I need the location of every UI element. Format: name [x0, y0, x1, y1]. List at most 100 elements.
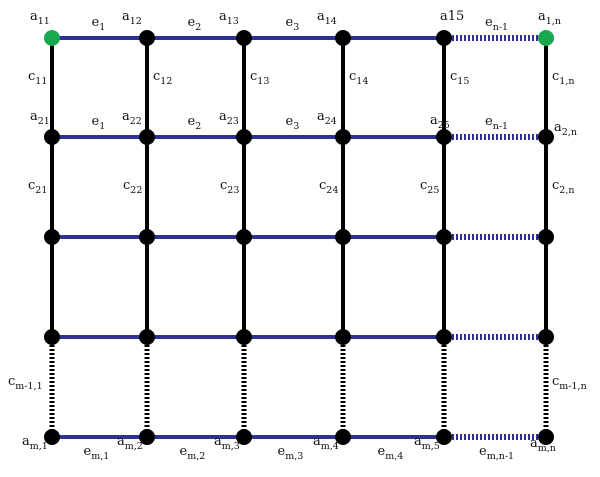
node-label-17: am,n — [530, 436, 556, 454]
node-label-5-subscript: 1,n — [546, 16, 561, 27]
edge-label-h-6-base: e — [286, 114, 294, 129]
node-r4-c2 — [236, 429, 252, 445]
node-label-5: a1,n — [538, 9, 561, 27]
edge-label-v-6-subscript: 21 — [35, 185, 47, 196]
node-r4-c5 — [538, 429, 554, 445]
node-label-1-base: a — [122, 9, 130, 24]
edge-label-v-2: c13 — [250, 69, 269, 87]
edge-label-h-1: e2 — [188, 15, 202, 33]
node-r0-c1 — [139, 30, 155, 46]
node-label-15: am,4 — [313, 434, 339, 452]
node-r2-c2 — [236, 229, 252, 245]
edge-label-h-3-base: e — [485, 15, 493, 30]
edge-label-h-0: e1 — [92, 15, 106, 33]
vertical-edges — [49, 38, 549, 437]
node-r3-c5 — [538, 329, 554, 345]
node-r4-c3 — [335, 429, 351, 445]
node-label-16: am,5 — [414, 434, 440, 452]
edge-label-v-11: c2,n — [552, 178, 574, 196]
node-label-0-base: a — [30, 9, 38, 24]
edge-label-v-9-base: c — [319, 178, 326, 193]
node-label-2: a13 — [219, 9, 239, 27]
edge-label-h-8: em,1 — [84, 444, 110, 462]
node-label-12-base: a — [22, 434, 30, 449]
node-label-9-subscript: 24 — [325, 116, 337, 127]
node-label-7: a22 — [122, 109, 142, 127]
node-label-8-base: a — [219, 109, 227, 124]
edge-label-h-5-subscript: 2 — [195, 121, 201, 132]
node-label-17-base: a — [530, 436, 538, 451]
edge-label-v-10-subscript: 25 — [427, 185, 439, 196]
edge-label-v-8-subscript: 23 — [227, 185, 239, 196]
edge-label-h-6: e3 — [286, 114, 300, 132]
edge-label-v-3: c14 — [349, 69, 368, 87]
edge-label-v-13-subscript: m-1,n — [559, 381, 586, 392]
edge-label-h-10-base: e — [278, 444, 286, 459]
edge-label-v-5-base: c — [552, 69, 559, 84]
node-label-7-subscript: 22 — [130, 116, 142, 127]
edge-label-h-7-base: e — [485, 114, 493, 129]
node-label-3-subscript: 14 — [325, 16, 337, 27]
edge-label-h-6-subscript: 3 — [293, 121, 299, 132]
edge-label-v-5: c1,n — [552, 69, 574, 87]
edge-label-h-5: e2 — [188, 114, 202, 132]
edge-label-v-8: c23 — [220, 178, 239, 196]
edge-label-v-11-base: c — [552, 178, 559, 193]
edge-label-h-1-subscript: 2 — [195, 22, 201, 33]
edge-label-h-11: em,4 — [378, 444, 404, 462]
edge-label-h-3: en-1 — [485, 15, 508, 33]
edge-label-v-10: c25 — [420, 178, 439, 196]
edge-label-v-12: cm-1,1 — [8, 374, 43, 392]
edge-label-h-10-subscript: m,3 — [285, 451, 303, 462]
node-label-14-subscript: m,3 — [222, 441, 240, 452]
node-label-14: am,3 — [214, 434, 240, 452]
edge-label-v-6-base: c — [28, 178, 35, 193]
node-label-6-base: a — [30, 109, 38, 124]
node-label-11-subscript: 2,n — [562, 127, 577, 138]
edge-label-v-6: c21 — [28, 178, 47, 196]
node-highlighted-r0-c5 — [538, 30, 554, 46]
edge-label-h-9-subscript: m,2 — [187, 451, 205, 462]
node-r2-c0 — [44, 229, 60, 245]
edge-label-v-7-base: c — [123, 178, 130, 193]
edge-label-h-7: en-1 — [485, 114, 508, 132]
edge-label-v-13-base: c — [552, 374, 559, 389]
edge-label-v-9: c24 — [319, 178, 338, 196]
edge-label-h-12: em,n-1 — [479, 444, 514, 462]
node-r2-c4 — [436, 229, 452, 245]
node-label-10: a25 — [430, 113, 450, 131]
edge-label-h-10: em,3 — [278, 444, 304, 462]
edge-label-v-11-subscript: 2,n — [559, 185, 574, 196]
edge-label-h-3-subscript: n-1 — [493, 22, 508, 33]
node-label-12: am,1 — [22, 434, 48, 452]
edge-label-v-3-base: c — [349, 69, 356, 84]
edge-label-v-1-subscript: 12 — [160, 76, 172, 87]
edge-label-v-0-subscript: 11 — [35, 76, 47, 87]
edge-label-v-1: c12 — [153, 69, 172, 87]
edge-label-h-12-base: e — [479, 444, 487, 459]
node-label-3: a14 — [317, 9, 337, 27]
edge-label-v-2-subscript: 13 — [257, 76, 269, 87]
node-label-9-base: a — [317, 109, 325, 124]
edge-label-v-7: c22 — [123, 178, 142, 196]
node-label-13-base: a — [117, 434, 125, 449]
edge-label-h-11-base: e — [378, 444, 386, 459]
edge-label-v-0: c11 — [28, 69, 47, 87]
node-label-7-base: a — [122, 109, 130, 124]
edge-label-v-4: c15 — [450, 69, 469, 87]
node-label-15-base: a — [313, 434, 321, 449]
edge-label-h-2-subscript: 3 — [293, 22, 299, 33]
node-label-11: a2,n — [554, 120, 577, 138]
node-label-13: am,2 — [117, 434, 143, 452]
edge-label-h-4: e1 — [92, 114, 106, 132]
node-r4-c4 — [436, 429, 452, 445]
edge-label-h-12-subscript: m,n-1 — [487, 451, 514, 462]
node-label-1: a12 — [122, 9, 142, 27]
node-r1-c3 — [335, 129, 351, 145]
edge-label-v-5-subscript: 1,n — [559, 76, 574, 87]
node-label-0-subscript: 11 — [38, 16, 50, 27]
node-label-10-base: a — [430, 113, 438, 128]
node-label-4-base: a15 — [440, 9, 464, 24]
